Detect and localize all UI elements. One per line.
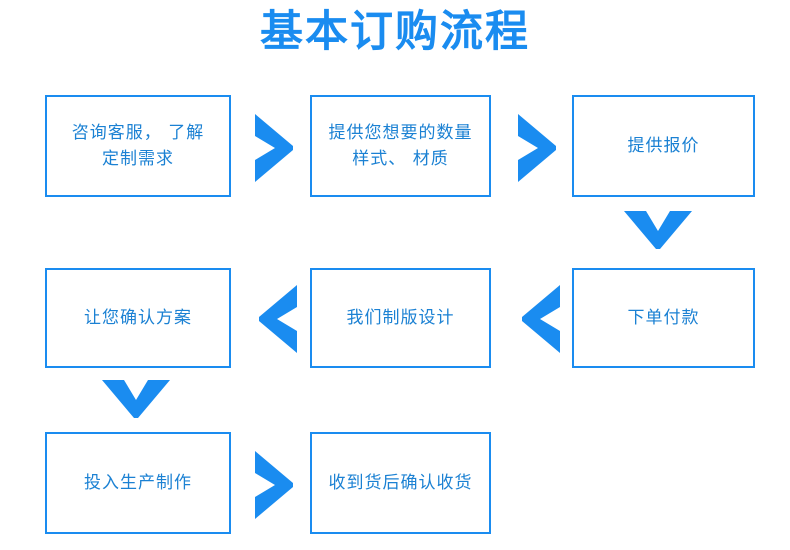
step-label-7: 投入生产制作 [84, 472, 192, 493]
step-label-1: 咨询客服， 了解 定制需求 [71, 122, 205, 169]
page-title: 基本订购流程 [260, 7, 530, 57]
step-box-3: 提供报价 [572, 95, 755, 197]
connector-chevron-down-2 [100, 372, 172, 430]
step-box-6: 让您确认方案 [45, 268, 231, 368]
step-box-4: 下单付款 [572, 268, 755, 368]
connector-chevron-right-2 [510, 112, 568, 184]
step-label-3: 提供报价 [627, 135, 700, 156]
step-box-2: 提供您想要的数量 样式、 材质 [310, 95, 491, 197]
step-box-8: 收到货后确认收货 [310, 432, 491, 534]
step-label-5: 我们制版设计 [346, 307, 455, 328]
step-label-4: 下单付款 [627, 307, 700, 328]
step-label-6: 让您确认方案 [84, 307, 192, 328]
step-label-2: 提供您想要的数量 样式、 材质 [328, 122, 473, 169]
connector-chevron-right-1 [247, 112, 305, 184]
connector-chevron-down-1 [622, 203, 694, 261]
step-box-1: 咨询客服， 了解 定制需求 [45, 95, 231, 197]
step-box-7: 投入生产制作 [45, 432, 231, 534]
step-label-8: 收到货后确认收货 [328, 472, 473, 493]
step-box-5: 我们制版设计 [310, 268, 491, 368]
connector-chevron-left-2 [247, 283, 305, 355]
connector-chevron-left-1 [510, 283, 568, 355]
connector-chevron-right-3 [247, 449, 305, 521]
